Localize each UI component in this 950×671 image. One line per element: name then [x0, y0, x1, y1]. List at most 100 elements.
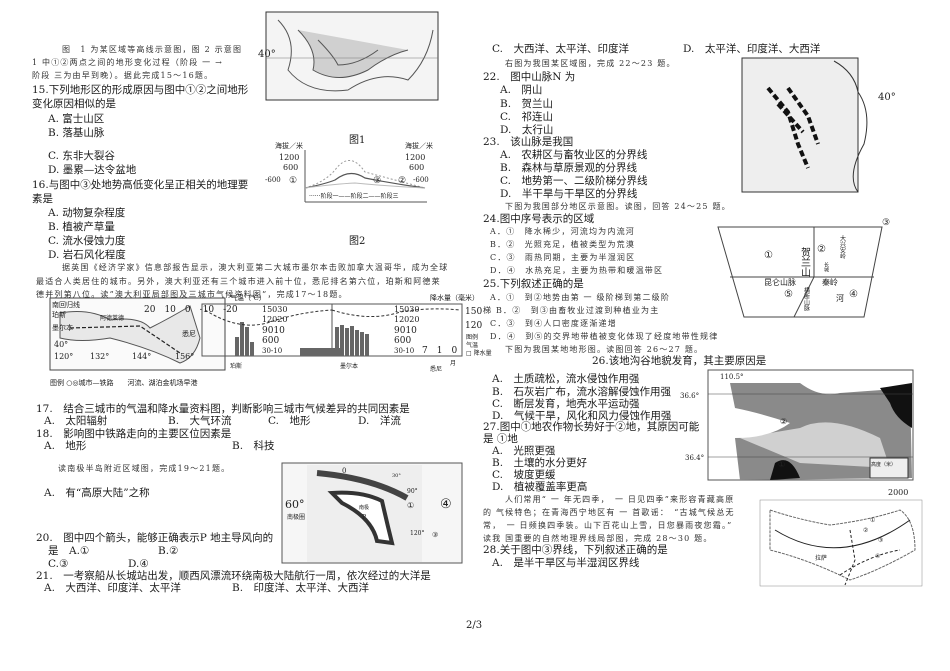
right-text-line: A. 阴山 [500, 84, 543, 96]
right-text-line: D. 半干旱与干旱区的分界线 [500, 188, 638, 200]
page-number: 2/3 [466, 620, 483, 631]
lat-label: 40° [878, 92, 896, 103]
fig1-caption: 图1 [349, 135, 366, 146]
left-text-line: B.② [158, 545, 179, 557]
month-ticks: 7 1 0 [422, 346, 457, 356]
left-text-line: 据英国《经济学家》信息部报告显示，澳大利亚第二大城市墨尔本击败加拿大温哥华，成为… [62, 263, 449, 272]
legend-precip-label: 降水量 [473, 350, 492, 357]
right-text-line: D. 气候干旱，风化和风力侵蚀作用强 [492, 410, 672, 422]
hengduan: 横断山脉 [803, 286, 810, 311]
left-text-line: B. 科技 [232, 440, 275, 452]
kunlun: 昆仑山脉 [764, 277, 796, 287]
australia-map: 南回归线 珀斯 墨尔本 悉尼 阿德莱德 40° 120° 132° 144° 1… [49, 297, 230, 378]
legend-temp: 气温 [466, 342, 479, 349]
tick: 15030 [394, 305, 419, 314]
right-text-line: B. 森林与草原景观的分界线 [500, 162, 638, 174]
tick: 30-10 [262, 347, 282, 355]
right-text-line: 的 气候特色；在青海西宁地区有 一 首歌谣： “古城气候总无 [483, 508, 735, 517]
right-text-line: A. 光照更强 [492, 445, 556, 457]
right-text-line: C．③ 雨热同期，主要为半湿润区 [490, 253, 636, 262]
lon-label: 120° [54, 352, 73, 361]
right-text-line: B. 石灰岩广布，流水溶解侵蚀作用强 [492, 386, 672, 398]
map-label: 墨尔本 [52, 323, 73, 332]
right-text-line: D．④ 水热充足，主要为热带和暖温带区 [490, 266, 664, 275]
right-text-line: 24.图中序号表示的区域 [483, 213, 595, 225]
mountain-map: 40° [738, 56, 903, 196]
line-3: ③ [878, 537, 883, 544]
contour-map-figure: 40° [258, 10, 443, 105]
tick: 120 [465, 321, 482, 331]
tick: 15030 [262, 305, 287, 314]
right-text-line: 26.该地沟谷地貌发育，其主要原因是 [592, 355, 767, 367]
arrow-3-label: ③ [432, 531, 438, 539]
left-text-line: 21. 一考察船从长城站出发，顺西风漂流环绕南极大陆航行一周，依次经过的大洋是 [36, 570, 431, 582]
left-text-line: 20. 图中四个箭头，能够正确表示P 地主导风向的 [36, 532, 274, 544]
right-text-line: 梯 B．② 到③由畜牧业过渡到种植业为主 [483, 306, 660, 315]
lon-label: 144° [132, 352, 151, 361]
tick: 12020 [394, 315, 419, 324]
lat-label: 40° [54, 340, 68, 349]
left-text-line: B. 落基山脉 [48, 127, 105, 139]
left-text-line: A. 动物复杂程度 [48, 207, 126, 219]
right-text-line: B．② 光照充足，植被类型为荒漠 [490, 240, 636, 249]
tick: 9010 [262, 326, 285, 336]
lon-label: 156° [175, 352, 194, 361]
precip-axis-label: 降水量（毫米） [430, 293, 479, 302]
left-text-line: C. 东非大裂谷 [48, 150, 115, 162]
city-label: 悉尼 [430, 365, 442, 373]
tick: 9010 [394, 326, 417, 336]
qinling: 秦岭 [822, 277, 838, 287]
lon-label: 110.5° [720, 373, 744, 381]
legend: ······阶段一——阶段二——阶段三 [309, 192, 398, 200]
right-text-line: C．③ 到④人口密度逐渐递增 [490, 319, 617, 328]
right-text-line: 人们常用“ 一 年无四季， 一 日见四季”来形容青藏高原 [505, 495, 735, 504]
left-text-line: 阶段 三为由早到晚）。据此完成15～16题。 [32, 71, 214, 80]
left-text-line: 读南极半岛附近区域图，完成19～21题。 [58, 464, 231, 473]
tick: -600 [413, 176, 429, 184]
right-text-line: D. 太行山 [500, 124, 554, 136]
great-wall: 长城 [823, 261, 829, 273]
left-text-line: A. 太阳辐射 [44, 415, 108, 427]
map-label: 南极圈 [287, 513, 305, 521]
region-1: ① [764, 250, 773, 261]
legend-value: 2000 [888, 488, 908, 497]
left-text-line: B. 印度洋、太平洋、大西洋 [232, 582, 370, 594]
temp-ticks: 20 10 0 -10 -20 [144, 305, 238, 315]
legend-title: 图例 [466, 334, 479, 341]
right-text-line: 27.图中①地农作物长势好于②地，其原因可能 [483, 421, 700, 433]
right-text-line: 读我 国重要的自然地理界线局部图，完成 28～30 题。 [483, 534, 713, 543]
left-text-line: D. 墨累—达令盆地 [48, 164, 137, 176]
left-text-line: D. 洋流 [358, 415, 401, 427]
point-1: ① [778, 460, 785, 469]
left-text-line: 17. 结合三城市的气温和降水量资料图，判断影响三城市气候差异的共同因素是 [36, 403, 410, 415]
lon-label: 30° [392, 473, 401, 479]
right-text-line: 常， 一 日频换四季装。山下百花山上雪，日您暴雨夜您霜。” [483, 521, 733, 530]
city-lhasa: 拉萨 [815, 554, 827, 562]
profile-figure: 海拔／米 海拔／米 1200 600 -600 1200 600 -600 ① … [265, 140, 435, 210]
tick: 12020 [262, 315, 287, 324]
right-text-line: A. 农耕区与畜牧业区的分界线 [500, 149, 648, 161]
left-text-line: 图 1 为某区域等高线示意图，图 2 示意图 [62, 45, 243, 54]
lat-label: 36.6° [680, 392, 699, 400]
left-text-line: 变化原因相似的是 [32, 98, 116, 110]
daxinganling: 大兴安岭 [839, 234, 846, 260]
region-2: ② [817, 244, 826, 255]
tick: 600 [283, 163, 298, 172]
left-text-line: 16.与图中③处地势高低变化呈正相关的地理要 [32, 179, 249, 191]
lat-label: 36.4° [685, 454, 704, 462]
left-text-line: 18. 影响图中铁路走向的主要区位因素是 [36, 428, 232, 440]
line-2: ② [863, 527, 868, 534]
helan-mountain: 贺兰山 [799, 247, 811, 277]
left-text-line: C. 地形 [268, 415, 311, 427]
point-2: ② [780, 417, 787, 426]
y-axis-label: 海拔／米 [275, 141, 303, 150]
right-text-line: A．① 到②地势由第 一 级阶梯到第二级阶 [490, 293, 671, 302]
tick: -600 [265, 176, 281, 184]
legend-precip: □ 降水量 [466, 350, 492, 357]
legend: 高度（米） [871, 461, 896, 468]
y-axis-label-right: 海拔／米 [405, 141, 433, 150]
climate-chart: 气温（℃） 降水量（毫米） 20 10 0 -10 -20 15030 1202… [144, 292, 482, 373]
left-text-line: 德并列第八位。读”澳大利亚局部图及三城市气候资料图”，完成17～18题。 [36, 290, 348, 299]
point-1: ① [289, 176, 297, 186]
